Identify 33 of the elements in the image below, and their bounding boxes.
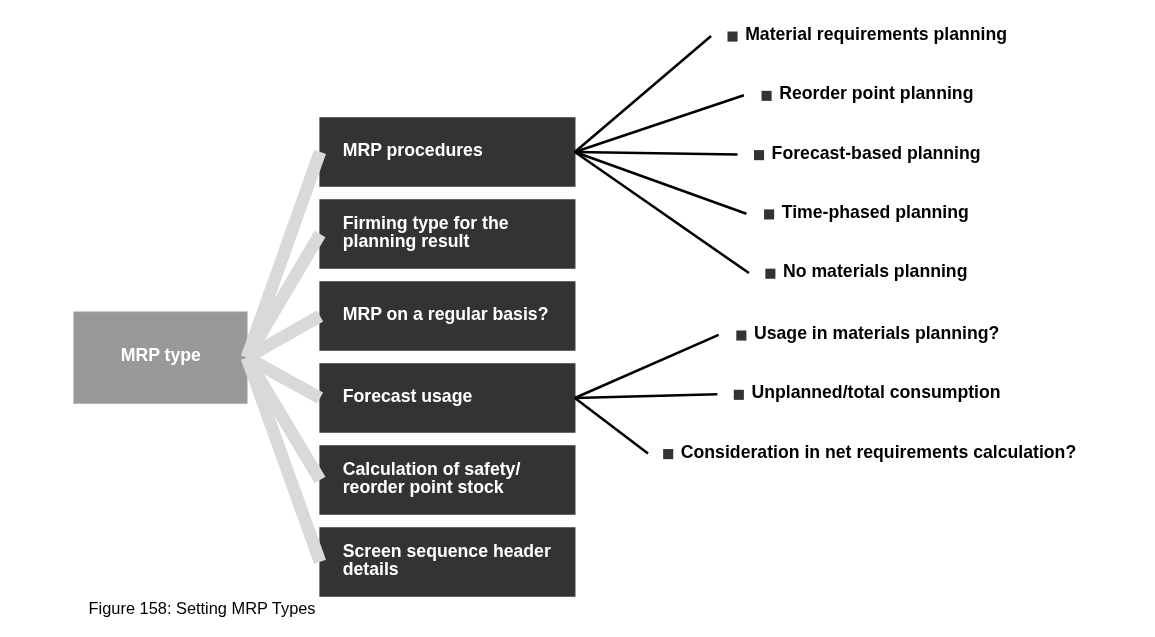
node-box: Calculation of safety/ reorder point stock (318, 445, 575, 515)
connector (240, 149, 326, 360)
node-label: Reorder point planning (778, 83, 973, 104)
node-label: Forecast-based planning (771, 142, 981, 163)
node-label: Consideration in net requirements calculation? (680, 441, 1076, 462)
node-box (735, 330, 746, 341)
node-box (763, 209, 774, 220)
connector (573, 150, 750, 275)
node-label: Usage in materials planning? (753, 322, 999, 343)
node-label: Unplanned/total consumption (750, 382, 1001, 403)
connector (574, 392, 717, 400)
connector (573, 396, 649, 455)
caption: Figure 158: Setting MRP Types (88, 599, 316, 618)
node-box (753, 150, 764, 161)
node-box: Screen sequence header details (318, 527, 575, 597)
connector (573, 150, 747, 215)
node-box (761, 90, 772, 101)
node-box: Forecast usage (318, 363, 575, 433)
connector (573, 94, 744, 154)
node-box: Firming type for the planning result (318, 199, 575, 269)
connector (573, 34, 712, 153)
connector (573, 333, 719, 400)
node-box (733, 389, 744, 400)
node-label: Time-phased planning (781, 201, 969, 222)
node-box (727, 31, 738, 42)
node-label: No materials planning (782, 261, 967, 282)
node-box: MRP type (72, 311, 247, 404)
node-box (764, 268, 775, 279)
node-box: MRP on a regular basis? (318, 281, 575, 351)
node-box: MRP procedures (318, 117, 575, 187)
node-box (662, 449, 673, 460)
connector (240, 355, 326, 565)
node-label: Material requirements planning (744, 23, 1007, 44)
